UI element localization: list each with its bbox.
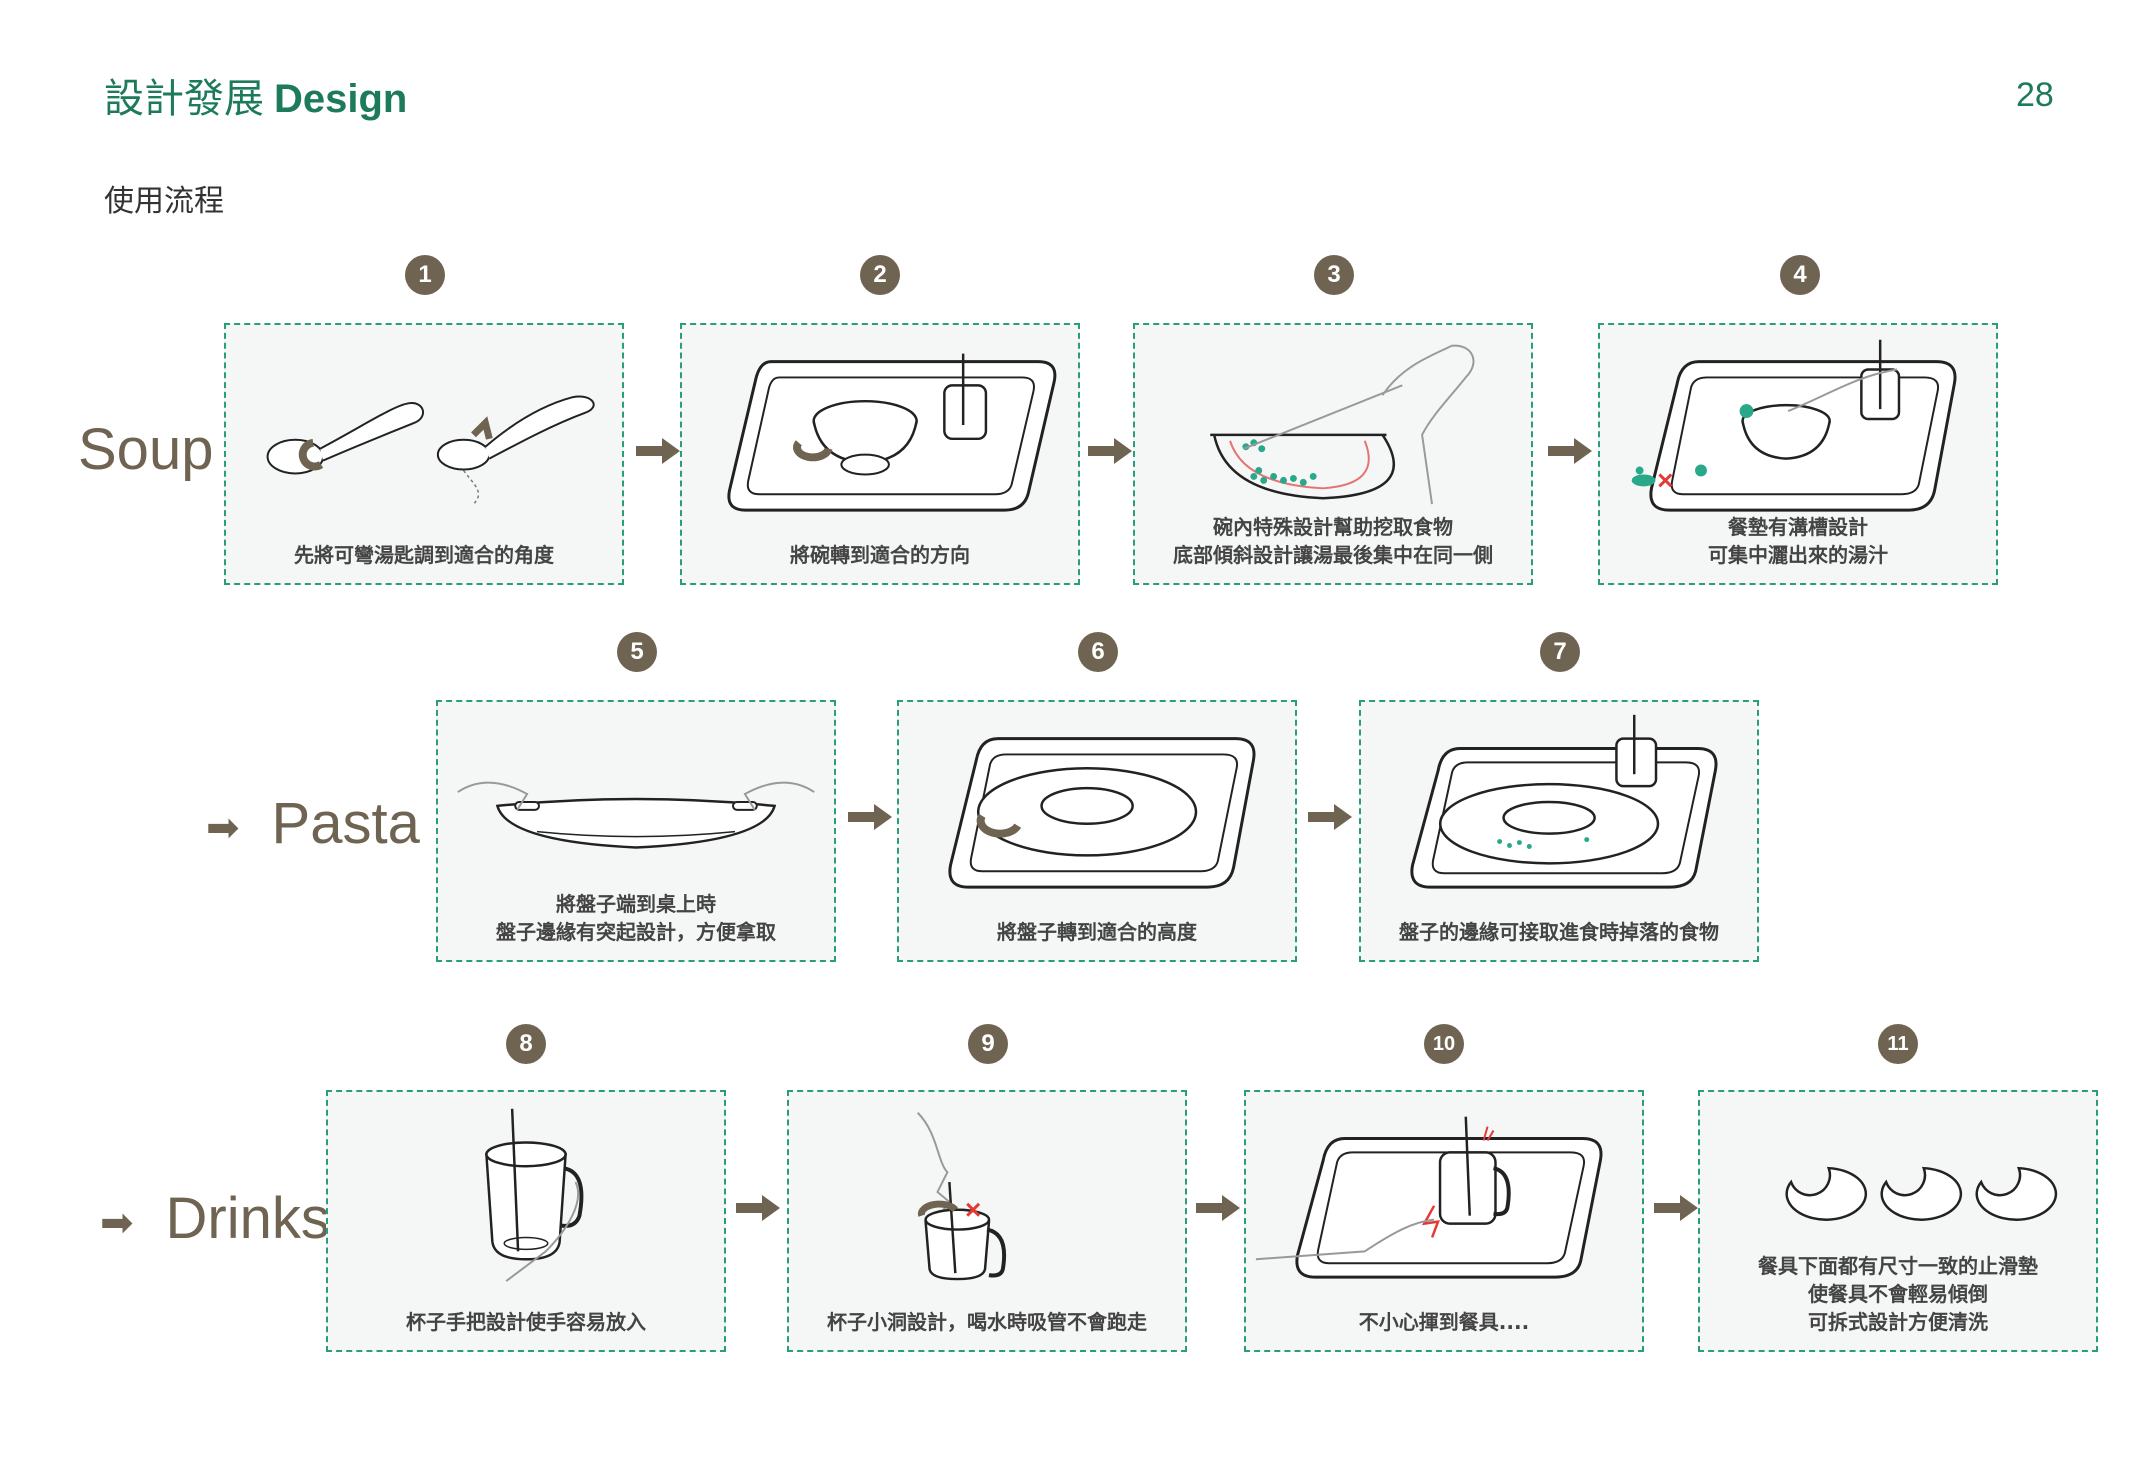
right-arrow-icon <box>1308 804 1352 830</box>
step-caption-11: 餐具下面都有尺寸一致的止滑墊 使餐具不會輕易傾倒 可拆式設計方便清洗 <box>1758 1254 2038 1334</box>
bowl-tray-illustration <box>727 353 1057 512</box>
tray-groove-illustration <box>1631 339 1957 512</box>
step-panel-4: 餐墊有溝槽設計 可集中灑出來的湯汁 <box>1598 323 1998 585</box>
plate-rotate-illustration <box>948 737 1256 889</box>
step-number-2: 2 <box>860 255 900 295</box>
step-panel-7: 盤子的邊緣可接取進食時掉落的食物 <box>1359 700 1759 962</box>
right-arrow-icon <box>1548 438 1592 464</box>
right-arrow-icon <box>1196 1195 1240 1221</box>
step-caption-4: 餐墊有溝槽設計 可集中灑出來的湯汁 <box>1708 515 1888 567</box>
spoon-illustration <box>266 395 595 505</box>
step-caption-3: 碗內特殊設計幫助挖取食物 底部傾斜設計讓湯最後集中在同一側 <box>1173 515 1493 567</box>
step-number-8: 8 <box>506 1024 546 1064</box>
step-panel-5: 將盤子端到桌上時 盤子邊緣有突起設計，方便拿取 <box>436 700 836 962</box>
step-panel-11: 餐具下面都有尺寸一致的止滑墊 使餐具不會輕易傾倒 可拆式設計方便清洗 <box>1698 1090 2098 1352</box>
step-panel-6: 將盤子轉到適合的高度 <box>897 700 1297 962</box>
right-arrow-icon <box>1654 1195 1698 1221</box>
cup-straw-illustration <box>916 1112 1007 1281</box>
tray-knock-illustration <box>1255 1116 1603 1279</box>
row-label-drinks: ➡Drinks <box>100 1186 330 1251</box>
step-caption-6: 將盤子轉到適合的高度 <box>997 920 1197 944</box>
section-subtitle: 使用流程 <box>104 184 224 219</box>
right-arrow-icon <box>736 1195 780 1221</box>
step-panel-9: 杯子小洞設計，喝水時吸管不會跑走 <box>787 1090 1187 1352</box>
non-slip-pads-illustration <box>1785 1166 2058 1221</box>
step-caption-7: 盤子的邊緣可接取進食時掉落的食物 <box>1399 920 1719 944</box>
step-number-4: 4 <box>1780 255 1820 295</box>
step-panel-8: 杯子手把設計使手容易放入 <box>326 1090 726 1352</box>
right-arrow-icon <box>848 804 892 830</box>
title-zh: 設計發展 <box>104 76 264 122</box>
step-number-3: 3 <box>1314 255 1354 295</box>
plate-rim-illustration <box>1410 714 1718 889</box>
step-caption-10: 不小心揮到餐具.... <box>1358 1310 1530 1334</box>
bowl-cross-section-illustration <box>1210 344 1475 505</box>
right-arrow-icon: ➡ <box>206 805 240 850</box>
right-arrow-icon: ➡ <box>100 1200 134 1245</box>
step-caption-8: 杯子手把設計使手容易放入 <box>406 1310 646 1334</box>
page-number: 28 <box>2016 76 2054 114</box>
step-panel-3: 碗內特殊設計幫助挖取食物 底部傾斜設計讓湯最後集中在同一側 <box>1133 323 1533 585</box>
step-caption-5: 將盤子端到桌上時 盤子邊緣有突起設計，方便拿取 <box>496 892 776 944</box>
step-number-5: 5 <box>617 632 657 672</box>
title-en: Design <box>274 77 408 121</box>
step-number-7: 7 <box>1540 632 1580 672</box>
right-arrow-icon <box>636 438 680 464</box>
row-label-pasta: ➡Pasta <box>206 791 420 856</box>
row-label-soup: Soup <box>78 417 214 482</box>
step-number-1: 1 <box>405 255 445 295</box>
step-number-10: 10 <box>1424 1024 1464 1064</box>
cup-handle-illustration <box>485 1108 584 1282</box>
step-number-6: 6 <box>1078 632 1118 672</box>
step-number-9: 9 <box>968 1024 1008 1064</box>
step-caption-1: 先將可彎湯匙調到適合的角度 <box>294 543 554 567</box>
step-number-11: 11 <box>1878 1024 1918 1064</box>
right-arrow-icon <box>1088 438 1132 464</box>
step-caption-2: 將碗轉到適合的方向 <box>790 543 970 567</box>
step-panel-10: 不小心揮到餐具.... <box>1244 1090 1644 1352</box>
step-panel-2: 將碗轉到適合的方向 <box>680 323 1080 585</box>
plate-carry-illustration <box>457 781 815 849</box>
step-panel-1: 先將可彎湯匙調到適合的角度 <box>224 323 624 585</box>
step-caption-9: 杯子小洞設計，喝水時吸管不會跑走 <box>827 1310 1147 1334</box>
